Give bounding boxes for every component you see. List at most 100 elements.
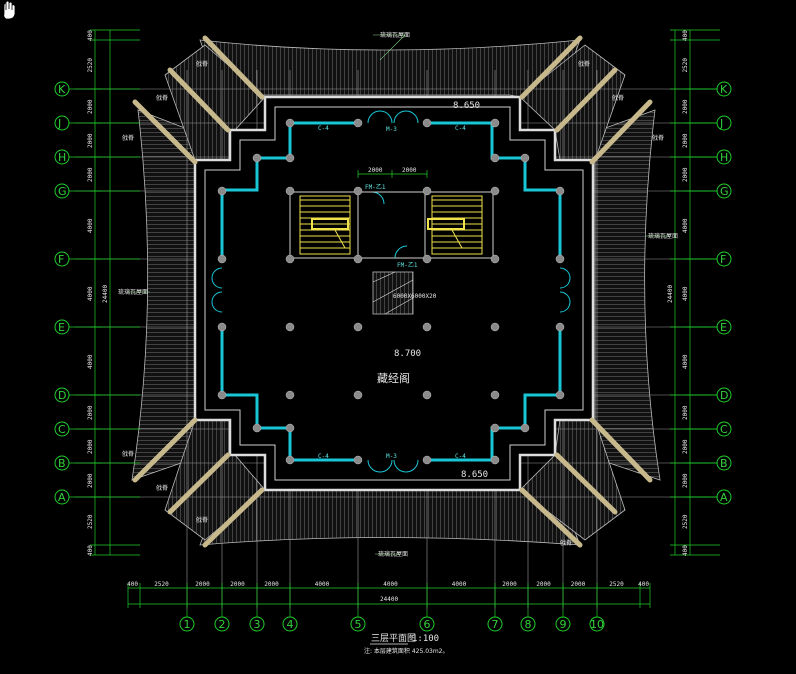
svg-text:M-3: M-3	[386, 126, 397, 133]
vertical-dim-value: 2520	[682, 514, 689, 529]
grid-bubble-a[interactable]: A	[54, 489, 102, 505]
column-marker	[555, 322, 565, 332]
column-marker	[490, 455, 500, 465]
svg-text:戗脊: 戗脊	[122, 134, 134, 142]
svg-text:戗脊: 戗脊	[578, 60, 590, 68]
column-marker	[285, 390, 295, 400]
bottom-dim-value: 2000	[195, 581, 210, 588]
grid-bubble-d[interactable]: D	[54, 387, 102, 403]
grid-bubble-k[interactable]: K	[54, 81, 102, 97]
bottom-dim-value: 4000	[383, 581, 398, 588]
svg-text:2000: 2000	[368, 167, 383, 174]
scale-text: 1:100	[412, 634, 439, 644]
svg-text:戗脊: 戗脊	[196, 516, 208, 524]
column-marker	[353, 254, 363, 264]
grid-bubble-c[interactable]: C	[684, 421, 732, 437]
svg-text:戗脊: 戗脊	[612, 94, 624, 102]
column-marker	[490, 322, 500, 332]
svg-text:6: 6	[424, 618, 431, 631]
vertical-dim-value: 2000	[682, 133, 689, 148]
grid-bubble-9[interactable]: 9	[555, 610, 571, 632]
bottom-dim-value: 4000	[315, 581, 330, 588]
column-marker	[555, 390, 565, 400]
svg-text:C-4: C-4	[318, 453, 329, 460]
corner-ridges	[132, 35, 653, 548]
column-marker	[217, 186, 227, 196]
svg-text:G: G	[720, 185, 729, 198]
columns	[217, 118, 565, 465]
svg-text:B: B	[58, 457, 66, 470]
vertical-dim-value: 2000	[682, 167, 689, 182]
grid-bubble-g[interactable]: G	[684, 183, 732, 199]
grid-bubble-g[interactable]: G	[54, 183, 102, 199]
svg-text:C-4: C-4	[455, 125, 466, 132]
svg-text:D: D	[58, 389, 66, 402]
grid-bubble-h[interactable]: H	[54, 149, 102, 165]
grid-bubble-4[interactable]: 4	[282, 610, 298, 632]
column-marker	[285, 423, 295, 433]
grid-bubble-10[interactable]: 10	[589, 610, 605, 632]
column-marker	[422, 455, 432, 465]
column-marker	[422, 186, 432, 196]
column-marker	[422, 322, 432, 332]
svg-text:J: J	[719, 117, 723, 130]
grid-bubble-1[interactable]: 1	[179, 610, 195, 632]
stair-core-walls	[357, 191, 426, 259]
grid-bubble-b[interactable]: B	[54, 455, 102, 471]
column-marker	[252, 423, 262, 433]
column-marker	[285, 118, 295, 128]
room-name: 藏经阁	[377, 371, 410, 385]
roof-hatching	[131, 39, 661, 546]
vertical-dim-value: 2000	[682, 405, 689, 420]
drawing-title: 三层平面图 1:100 注: 本层建筑面积 425.03m2。	[364, 633, 449, 655]
grid-bubble-b[interactable]: B	[684, 455, 732, 471]
svg-text:B: B	[720, 457, 728, 470]
svg-text:C: C	[720, 423, 728, 436]
grid-bubble-c[interactable]: C	[54, 421, 102, 437]
svg-text:4: 4	[287, 618, 294, 631]
grid-bubble-3[interactable]: 3	[249, 610, 265, 632]
svg-text:9: 9	[560, 618, 567, 631]
window-label: C-4	[318, 125, 329, 132]
vertical-dim-value: 4000	[682, 218, 689, 233]
grid-bubble-6[interactable]: 6	[419, 610, 435, 632]
floor-opening-hatch	[372, 271, 414, 315]
vertical-dim-value: 2520	[682, 58, 689, 73]
grid-bubble-j[interactable]: J	[684, 115, 732, 131]
vertical-dim-value: 2000	[87, 405, 94, 420]
vertical-dim-value: 2000	[682, 439, 689, 454]
grid-bubble-8[interactable]: 8	[520, 610, 536, 632]
svg-text:A: A	[720, 491, 728, 504]
bottom-dim-value: 2000	[571, 581, 586, 588]
grid-bubble-2[interactable]: 2	[214, 610, 230, 632]
vertical-dim-value: 2000	[87, 99, 94, 114]
grid-bubble-k[interactable]: K	[684, 81, 732, 97]
grid-bubble-e[interactable]: E	[54, 319, 102, 335]
column-marker	[520, 423, 530, 433]
svg-text:5: 5	[355, 618, 362, 631]
grid-bubble-f[interactable]: F	[684, 251, 732, 267]
grid-bubble-h[interactable]: H	[684, 149, 732, 165]
grid-bubble-f[interactable]: F	[54, 251, 102, 267]
svg-text:7: 7	[492, 618, 499, 631]
svg-text:C: C	[58, 423, 66, 436]
column-marker	[285, 455, 295, 465]
vertical-total-dim: 24400	[667, 285, 674, 303]
grid-bubble-5[interactable]: 5	[350, 610, 366, 632]
svg-text:E: E	[720, 321, 727, 334]
grid-bubble-7[interactable]: 7	[487, 610, 503, 632]
grid-bubble-d[interactable]: D	[684, 387, 732, 403]
vertical-dim-value: 2000	[682, 473, 689, 488]
bottom-dim-value: 400	[638, 581, 649, 588]
vertical-dim-value: 2000	[87, 473, 94, 488]
grid-bubble-j[interactable]: J	[54, 115, 102, 131]
hand-cursor-icon	[3, 0, 16, 20]
grid-bubble-a[interactable]: A	[684, 489, 732, 505]
svg-text:M-3: M-3	[386, 453, 397, 460]
vertical-dim-value: 4000	[87, 354, 94, 369]
elevation-center: 8.700	[394, 349, 421, 359]
grid-bubble-e[interactable]: E	[684, 319, 732, 335]
bottom-dim-value: 4000	[452, 581, 467, 588]
column-marker	[555, 254, 565, 264]
